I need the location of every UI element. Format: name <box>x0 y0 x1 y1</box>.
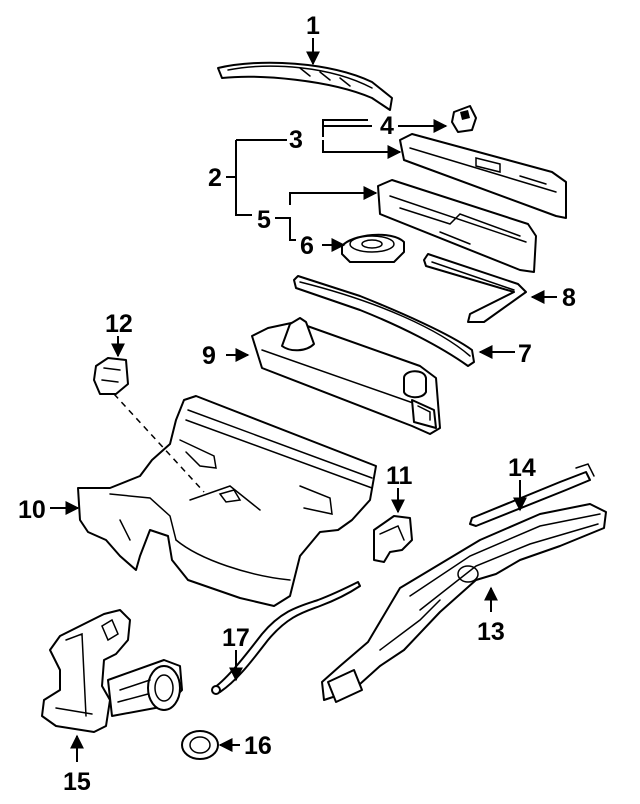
floor-pan <box>77 395 377 607</box>
callout-12: 12 <box>105 310 133 338</box>
callout-11: 11 <box>386 462 413 490</box>
clip-part <box>451 105 477 133</box>
side-rail <box>321 503 607 703</box>
grommet-ring <box>181 730 219 760</box>
long-strip <box>293 275 475 367</box>
plenum-box <box>251 317 441 435</box>
callout-10: 10 <box>18 496 46 524</box>
callout-1: 1 <box>306 12 320 40</box>
callout-13: 13 <box>477 618 505 646</box>
callout-4: 4 <box>380 112 394 140</box>
cable-part <box>211 581 361 695</box>
cowl-panel <box>377 179 537 273</box>
callout-8: 8 <box>562 284 576 312</box>
callout-3: 3 <box>289 126 303 154</box>
callout-6: 6 <box>300 232 314 260</box>
callout-9: 9 <box>202 342 216 370</box>
mount-bracket <box>373 515 413 563</box>
callout-15: 15 <box>63 768 91 796</box>
callout-14: 14 <box>508 454 536 482</box>
channel-strip <box>423 253 527 323</box>
cowl-top-panel <box>217 61 393 111</box>
bracket-assembly <box>41 609 183 733</box>
callout-2: 2 <box>208 164 222 192</box>
callout-5: 5 <box>257 206 271 234</box>
small-bracket <box>93 357 129 395</box>
callout-17: 17 <box>222 624 250 652</box>
vent-bracket <box>341 233 405 263</box>
leader-lines <box>50 38 557 762</box>
callout-16: 16 <box>244 732 272 760</box>
callout-7: 7 <box>518 340 532 368</box>
cowl-upper-panel <box>399 133 567 219</box>
thin-strip <box>469 463 595 527</box>
callout-labels: 1 2 3 4 5 6 7 8 9 10 11 12 13 14 15 16 1… <box>18 12 576 796</box>
